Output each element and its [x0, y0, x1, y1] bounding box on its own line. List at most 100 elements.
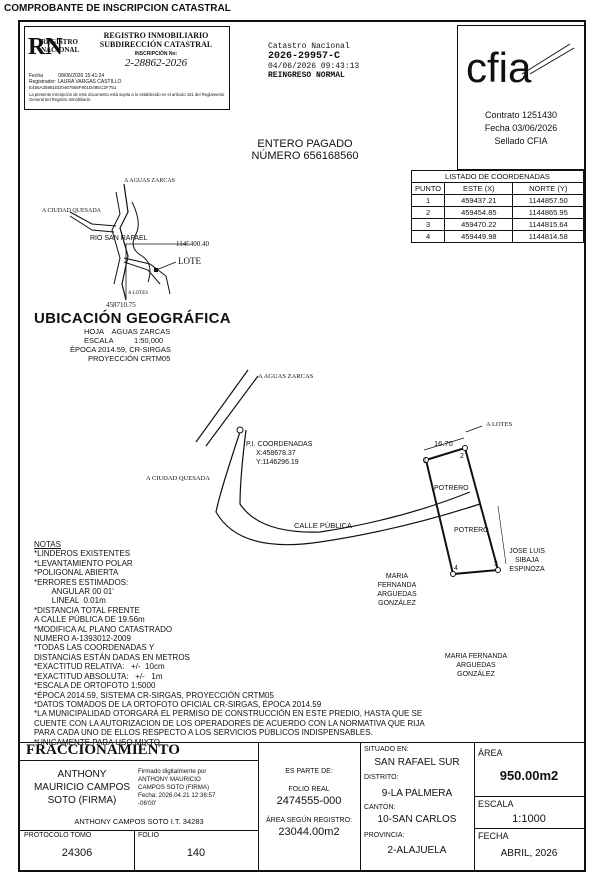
neighbor-south: MARIA FERNANDA ARGUEDAS GONZÁLEZ	[444, 653, 508, 678]
coordinates-header-punto: PUNTO	[410, 182, 446, 195]
coord-punto: 4	[410, 230, 446, 243]
map-label-lote: LOTE	[178, 256, 201, 266]
road-line	[123, 257, 171, 295]
logo-text: REGISTRO NACIONAL	[41, 38, 80, 54]
note-line: *MODIFICA AL PLANO CATASTRADO	[34, 624, 173, 634]
coord-punto: 3	[410, 218, 446, 231]
cadastral-plan-sheet: RN REGISTRO NACIONAL REGISTRO INMOBILIAR…	[18, 20, 586, 872]
coord-norte: 1144815.64	[512, 218, 584, 231]
map-coord-right: 1145400.40	[176, 240, 209, 248]
provincia-value: 2-ALAJUELA	[387, 845, 447, 856]
vertex-3	[495, 567, 501, 573]
coordinates-title: LISTADO DE COORDENADAS	[411, 170, 584, 183]
registry-header-2: SUBDIRECCIÓN CATASTRAL	[99, 40, 213, 49]
divider	[474, 828, 584, 829]
vertex-label-2: 2	[460, 453, 464, 460]
note-line: *TODAS LAS COORDENADAS Y	[34, 643, 155, 653]
road-line	[239, 429, 471, 533]
road-line	[215, 431, 481, 546]
cfia-logo-icon: cfia	[466, 43, 575, 91]
divider	[134, 830, 135, 870]
note-line: CUENTE CON LA AUTORIZACION DE LOS OPERAD…	[34, 718, 425, 728]
surveyor-name-1: ANTHONY	[57, 769, 107, 780]
ubicacion-block: UBICACIÓN GEOGRÁFICA HOJA AGUAS ZARCAS E…	[34, 310, 254, 363]
river-line	[131, 201, 151, 283]
plan-label-a-lotes: A LOTES	[486, 421, 513, 428]
plan-label-ciudad-quesada: A CIUDAD QUESADA	[146, 475, 210, 482]
escala-value: 1:1000	[512, 813, 546, 825]
road-line	[195, 369, 249, 443]
note-line: *DATOS TOMADOS DE LA ORTOFOTO OFICIAL CR…	[34, 699, 322, 709]
coordinates-header-norte: NORTE (Y)	[512, 182, 584, 195]
situado-value: SAN RAFAEL SUR	[374, 757, 460, 768]
divider	[258, 742, 259, 870]
coord-este: 459437.21	[444, 194, 514, 207]
divider	[474, 742, 475, 870]
pi-point	[236, 426, 244, 434]
catastro-stamp: Catastro Nacional 2026-29957-C 04/06/202…	[268, 42, 448, 80]
entero-pagado: ENTERO PAGADO NÚMERO 656168560	[220, 138, 390, 162]
folio-real-label: FOLIO REAL	[288, 786, 330, 793]
road-line	[205, 375, 259, 447]
map-coord-bottom: 458710.75	[106, 301, 136, 309]
folio-label: FOLIO	[138, 832, 160, 839]
note-line: *LINDEROS EXISTENTES	[34, 549, 131, 559]
registry-fecha: Fecha 08/06/2026 15:41:24	[29, 73, 104, 79]
road-line	[111, 191, 121, 285]
pi-label: P.I. COORDENADAS	[246, 441, 313, 448]
note-line: *ÉPOCA 2014.59, SISTEMA CR-SIRGAS, PROYE…	[34, 690, 274, 700]
coord-punto: 1	[410, 194, 446, 207]
ubicacion-proyeccion: PROYECCIÓN CRTM05	[88, 354, 171, 363]
table-row: 3 459470.22 1144815.64	[410, 218, 584, 231]
registry-fecha-value: 08/06/2026 15:41:24	[58, 73, 105, 79]
registrador-value: LAURA VARGAS CASTILLO	[57, 79, 122, 85]
registry-legal-text: La presente inscripción de este document…	[29, 92, 225, 102]
surveyor-name: ANTHONY MAURICIO CAMPOS SOTO (FIRMA)	[28, 768, 136, 807]
signature-line: ANTHONY MAURICIO	[138, 776, 201, 783]
coordinates-header-este: ESTE (X)	[444, 182, 514, 195]
note-line: *ERRORES ESTIMADOS:	[34, 577, 129, 587]
note-line: A CALLE PÚBLICA DE 19.56m	[34, 615, 145, 625]
folio-value: 140	[186, 847, 206, 859]
calle-label: CALLE PÚBLICA	[294, 521, 352, 530]
note-line: *LA MUNICIPALIDAD OTORGARÁ EL PERMISO DE…	[34, 709, 423, 719]
table-row: 4 459449.98 1144814.58	[410, 230, 584, 243]
lote-marker	[154, 268, 158, 272]
potrero-label-1: POTRERO	[434, 485, 469, 492]
vertex-2	[462, 445, 468, 451]
surveyor-id: ANTHONY CAMPOS SOTO I.T. 34283	[74, 817, 204, 826]
divider	[20, 742, 584, 743]
coord-norte: 1144865.95	[512, 206, 584, 219]
distrito-value: 9-LA PALMERA	[381, 788, 453, 799]
registry-registrador: Registrador: LAURA VARGAS CASTILLO	[29, 79, 121, 85]
signature-line: -06'00'	[138, 800, 157, 807]
map-label-rio: RIO SAN RAFAEL	[90, 235, 148, 242]
surveyor-name-3: SOTO (FIRMA)	[47, 795, 117, 806]
table-row: 1 459437.21 1144857.50	[410, 194, 584, 207]
area-label: ÁREA	[478, 748, 503, 758]
divider	[20, 830, 258, 831]
inscription-number: 2-28862-2026	[124, 57, 188, 69]
ubicacion-hoja: HOJA AGUAS ZARCAS	[84, 327, 171, 336]
map-label-ciudad-quesada: A CIUDAD QUESADA	[42, 208, 102, 214]
cfia-contrato: Contrato 1251430	[484, 110, 558, 120]
pi-y: Y:1146296.19	[256, 459, 299, 466]
surveyor-name-2: MAURICIO CAMPOS	[33, 782, 131, 793]
catastro-line-1: Catastro Nacional	[268, 42, 350, 51]
road-line	[123, 261, 161, 285]
vertex-1	[423, 457, 429, 463]
registry-fecha-label: Fecha	[29, 73, 43, 79]
vertex-4	[450, 571, 456, 577]
notes-block: NOTAS *LINDEROS EXISTENTES *LEVANTAMIENT…	[34, 540, 474, 747]
es-parte-label: ES PARTE DE:	[285, 768, 333, 775]
cfia-stamp: cfia Contrato 1251430 Fecha 03/06/2026 S…	[457, 25, 585, 170]
arrow-line	[465, 425, 483, 433]
registro-nacional-logo: RN REGISTRO NACIONAL	[27, 32, 85, 62]
table-row: 2 459454.85 1144865.95	[410, 206, 584, 219]
area-value: 950.00m2	[499, 768, 559, 783]
note-line: *EXACTITUD RELATIVA: +/- 10cm	[34, 662, 165, 672]
ubicacion-escala: ESCALA 1:50,000	[84, 336, 164, 345]
area-registro-label: ÁREA SEGÚN REGISTRO:	[266, 817, 352, 824]
provincia-label: PROVINCIA:	[364, 832, 405, 839]
vertex-label-4: 4	[454, 565, 458, 572]
